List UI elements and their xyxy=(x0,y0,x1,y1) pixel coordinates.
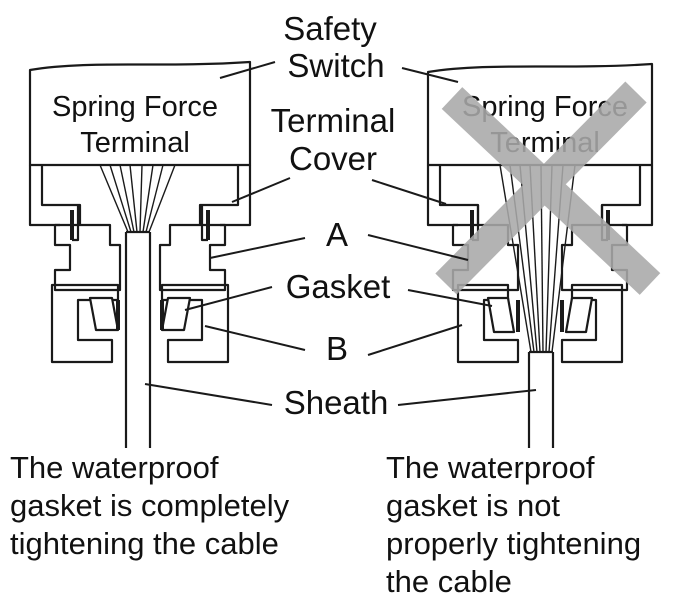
right-caption-line3: properly tightening xyxy=(386,526,641,561)
right-gasket-right xyxy=(564,296,594,334)
left-cap-b-right xyxy=(160,283,230,364)
right-housing-body xyxy=(426,165,654,227)
safety-switch-label-line1: Safety xyxy=(283,10,377,47)
left-terminal-label-line2: Terminal xyxy=(80,127,190,159)
left-wires xyxy=(99,164,176,233)
left-housing-body xyxy=(28,165,252,227)
incorrect-cross-mark xyxy=(435,81,661,295)
left-gasket-left xyxy=(88,296,120,332)
left-switch-housing xyxy=(28,60,252,167)
left-terminal-label-line1: Spring Force xyxy=(52,91,218,123)
right-caption-line2: gasket is not xyxy=(386,488,560,523)
right-cap-b-right xyxy=(560,283,624,364)
gasket-label: Gasket xyxy=(286,268,391,305)
left-caption: The waterproof gasket is completely tigh… xyxy=(10,450,290,561)
right-caption-line4: the cable xyxy=(386,564,512,599)
right-caption: The waterproof gasket is not properly ti… xyxy=(386,450,641,599)
left-caption-line2: gasket is completely xyxy=(10,488,290,523)
sheath-label: Sheath xyxy=(284,384,389,421)
terminal-cover-label-line1: Terminal xyxy=(271,102,396,139)
right-cap-b-left xyxy=(456,283,520,364)
safety-switch-label-line2: Switch xyxy=(287,47,384,84)
terminal-cover-label-line2: Cover xyxy=(289,140,377,177)
left-caption-line1: The waterproof xyxy=(10,450,219,485)
right-caption-line1: The waterproof xyxy=(386,450,595,485)
part-b-label: B xyxy=(326,330,348,367)
left-cap-b-left xyxy=(50,283,120,364)
left-assembly xyxy=(28,60,252,448)
right-gasket-left xyxy=(486,296,516,334)
left-gasket-right xyxy=(160,296,192,332)
left-nut-a-left xyxy=(53,223,122,292)
left-caption-line3: tightening the cable xyxy=(10,526,279,561)
part-a-label: A xyxy=(326,216,348,253)
leader-lines xyxy=(144,61,537,406)
left-nut-a-right xyxy=(158,223,227,292)
